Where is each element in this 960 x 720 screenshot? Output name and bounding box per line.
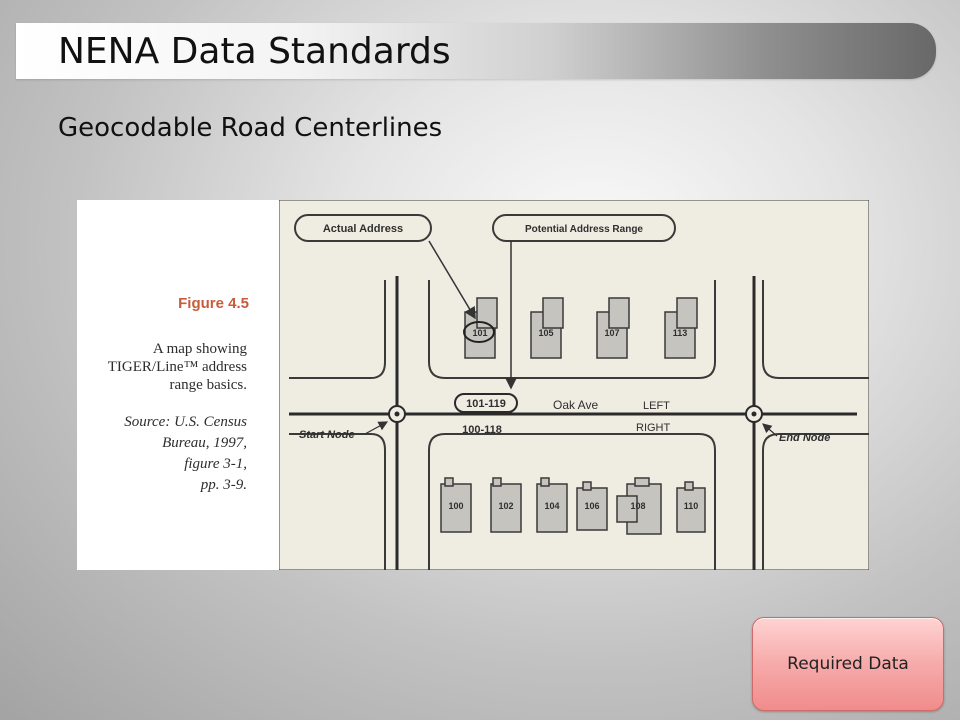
title-bar bbox=[16, 23, 936, 79]
street-name-label: Oak Ave bbox=[553, 398, 598, 412]
block-outline bbox=[289, 280, 386, 379]
actual-address-arrow bbox=[428, 240, 476, 320]
actual-address-highlight bbox=[463, 321, 495, 343]
address-label: 101 bbox=[472, 328, 487, 338]
address-label: 107 bbox=[604, 328, 619, 338]
start-node-icon bbox=[388, 405, 406, 423]
source-line: figure 3-1, bbox=[184, 456, 247, 472]
callout-actual-address-text: Actual Address bbox=[323, 223, 403, 235]
address-label: 105 bbox=[538, 328, 553, 338]
figure-caption: Figure 4.5 A map showing TIGER/Line™ add… bbox=[77, 200, 279, 570]
source-line: pp. 3-9. bbox=[200, 477, 247, 493]
callout-actual-address bbox=[294, 214, 432, 242]
start-node-label: Start Node bbox=[299, 429, 355, 441]
block-outline bbox=[428, 280, 716, 379]
address-label: 113 bbox=[673, 328, 688, 338]
address-label: 102 bbox=[498, 501, 513, 511]
callout-potential-range bbox=[492, 214, 676, 242]
address-label: 100 bbox=[448, 501, 463, 511]
figure-image: Figure 4.5 A map showing TIGER/Line™ add… bbox=[77, 200, 869, 570]
address-label: 104 bbox=[544, 501, 559, 511]
block-outline bbox=[289, 433, 386, 570]
address-range-map: 101 105 107 113 100 102 104 106 108 110 … bbox=[279, 200, 869, 570]
left-range-label: 101-119 bbox=[466, 398, 506, 410]
building-top bbox=[464, 297, 698, 359]
building-bottom bbox=[440, 477, 706, 535]
desc-line: TIGER/Line™ address bbox=[107, 359, 247, 375]
start-node-pointer bbox=[364, 421, 389, 435]
end-node-pointer bbox=[762, 423, 778, 437]
left-side-label: LEFT bbox=[643, 400, 670, 412]
source-line: Bureau, 1997, bbox=[162, 435, 247, 451]
block-outline bbox=[428, 433, 716, 570]
source-line: Source: U.S. Census bbox=[124, 414, 247, 430]
right-side-label: RIGHT bbox=[636, 422, 671, 434]
address-label: 106 bbox=[584, 501, 599, 511]
end-node-label: End Node bbox=[779, 432, 830, 444]
figure-description: A map showing TIGER/Line™ address range … bbox=[77, 340, 247, 394]
block-outline bbox=[762, 280, 869, 379]
right-range-label: 100-118 bbox=[462, 424, 502, 436]
slide-title: NENA Data Standards bbox=[58, 31, 451, 72]
left-range-badge bbox=[454, 393, 518, 413]
address-label: 108 bbox=[630, 501, 645, 511]
figure-label: Figure 4.5 bbox=[178, 295, 249, 312]
desc-line: A map showing bbox=[152, 341, 247, 357]
slide-subtitle: Geocodable Road Centerlines bbox=[58, 113, 443, 143]
block-outline bbox=[762, 433, 869, 570]
address-label: 110 bbox=[684, 501, 699, 511]
required-data-button[interactable]: Required Data bbox=[752, 617, 944, 711]
callout-potential-range-text: Potential Address Range bbox=[525, 224, 643, 235]
end-node-icon bbox=[745, 405, 763, 423]
figure-source: Source: U.S. Census Bureau, 1997, figure… bbox=[77, 412, 247, 496]
desc-line: range basics. bbox=[169, 377, 247, 393]
